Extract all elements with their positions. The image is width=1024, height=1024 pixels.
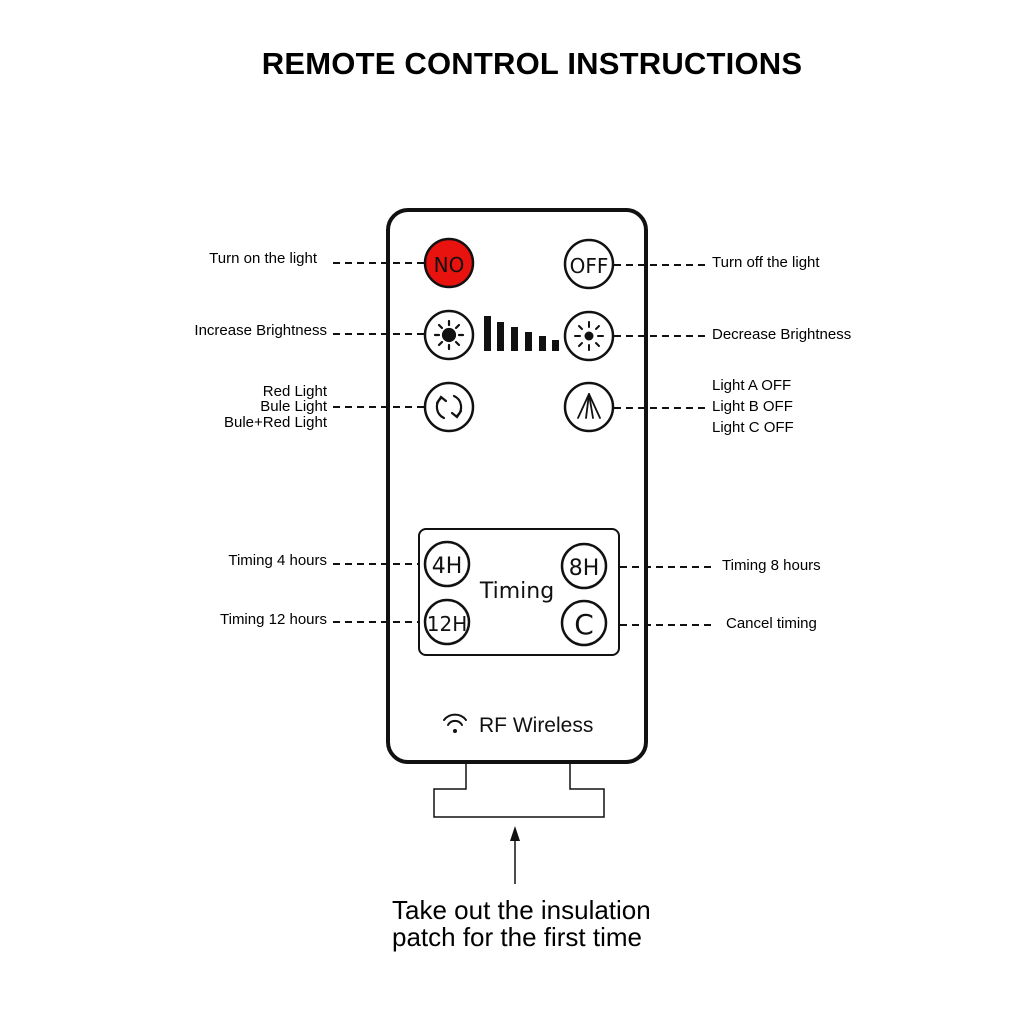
insulation-patch: [433, 764, 605, 818]
label-timing-12: Timing 12 hours: [220, 611, 327, 628]
leader-lines: [333, 262, 712, 626]
label-light-c-off: Light C OFF: [712, 419, 794, 436]
label-timing-4: Timing 4 hours: [228, 552, 327, 569]
label-decrease-brightness: Decrease Brightness: [712, 326, 852, 343]
color-cycle-button[interactable]: [423, 381, 475, 433]
label-turn-on: Turn on the light: [209, 250, 317, 267]
cycle-arrows-icon: [435, 394, 463, 420]
label-timing-8: Timing 8 hours: [722, 557, 821, 574]
brightness-bars-icon: [484, 316, 559, 351]
remote-body: [386, 208, 648, 764]
wifi-icon: [443, 713, 467, 733]
increase-brightness-button[interactable]: [423, 309, 475, 361]
cancel-timer-button[interactable]: C: [560, 599, 608, 647]
timer-4h-button[interactable]: 4H: [423, 540, 471, 588]
timer-8h-label: 8H: [569, 556, 600, 581]
insulation-note-line-2: patch for the first time: [392, 922, 642, 952]
label-bule-light: Bule Light: [260, 398, 327, 415]
label-increase-brightness: Increase Brightness: [194, 322, 327, 339]
sun-icon: [433, 319, 465, 351]
timing-panel-label: Timing: [479, 579, 554, 604]
cancel-timer-label: C: [574, 608, 594, 641]
light-rays-icon: [577, 393, 601, 419]
on-button[interactable]: NO: [423, 237, 475, 289]
label-red-light: Red Light: [262, 383, 327, 400]
dim-sun-icon: [574, 321, 604, 351]
label-cancel-timing: Cancel timing: [726, 615, 817, 632]
insulation-note-line-1: Take out the insulation: [392, 895, 651, 925]
label-light-b-off: Light B OFF: [712, 398, 793, 415]
timer-12h-button[interactable]: 12H: [423, 598, 471, 646]
arrow-up-icon: [510, 826, 520, 884]
on-button-label: NO: [434, 253, 465, 277]
off-button-label: OFF: [570, 254, 609, 278]
decrease-brightness-button[interactable]: [563, 310, 615, 362]
rf-wireless-label: RF Wireless: [479, 714, 593, 737]
insulation-note: Take out the insulation patch for the fi…: [392, 897, 651, 951]
page-title: REMOTE CONTROL INSTRUCTIONS: [261, 46, 803, 81]
light-mode-button[interactable]: [563, 381, 615, 433]
label-light-a-off: Light A OFF: [712, 377, 792, 394]
label-bule-red-light: Bule+Red Light: [224, 414, 327, 431]
off-button[interactable]: OFF: [563, 238, 615, 290]
timer-4h-label: 4H: [432, 554, 463, 579]
label-turn-off: Turn off the light: [712, 254, 820, 271]
timer-8h-button[interactable]: 8H: [560, 542, 608, 590]
timer-12h-label: 12H: [427, 612, 468, 636]
